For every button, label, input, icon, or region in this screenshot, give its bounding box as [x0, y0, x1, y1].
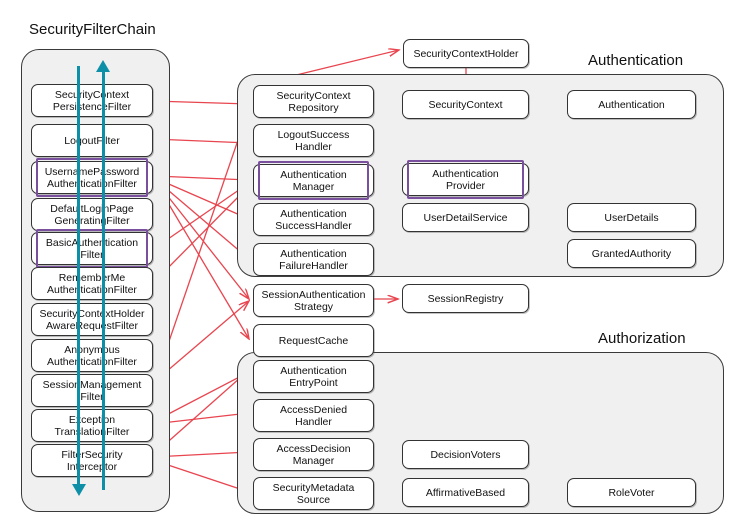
- node-label-logout-filter: LogoutFilter: [64, 134, 120, 147]
- node-logout-filter[interactable]: LogoutFilter: [31, 124, 153, 157]
- node-label-granted-authority: GrantedAuthority: [591, 247, 672, 260]
- highlight-authentication-manager: [258, 161, 369, 200]
- node-user-detail-service[interactable]: UserDetailService: [402, 203, 529, 232]
- highlight-username-password-authentication-filter: [36, 158, 148, 197]
- node-label-authentication: Authentication: [598, 98, 665, 111]
- node-user-details[interactable]: UserDetails: [567, 203, 696, 232]
- chain-flow-down-arrow-icon: [72, 484, 86, 496]
- node-label-security-context-holder: SecurityContextHolder: [413, 47, 519, 60]
- group-title-chain: SecurityFilterChain: [29, 21, 156, 38]
- node-security-context-holder[interactable]: SecurityContextHolder: [403, 39, 529, 68]
- highlight-basic-authentication-filter: [36, 229, 148, 268]
- node-security-context[interactable]: SecurityContext: [402, 90, 529, 119]
- chain-flow-up-arrow-icon: [96, 60, 110, 72]
- node-label-session-registry: SessionRegistry: [427, 292, 504, 305]
- node-label-role-voter: RoleVoter: [608, 486, 655, 499]
- node-request-cache[interactable]: RequestCache: [253, 324, 374, 357]
- node-label-user-details: UserDetails: [604, 211, 659, 224]
- group-title-authentication: Authentication: [588, 52, 684, 69]
- node-label-decision-voters: DecisionVoters: [430, 448, 501, 461]
- node-label-affirmative-based: AffirmativeBased: [425, 486, 506, 499]
- node-affirmative-based[interactable]: AffirmativeBased: [402, 478, 529, 507]
- node-authentication[interactable]: Authentication: [567, 90, 696, 119]
- node-label-request-cache: RequestCache: [278, 334, 349, 347]
- highlight-authentication-provider: [407, 160, 524, 199]
- node-session-registry[interactable]: SessionRegistry: [402, 284, 529, 313]
- node-role-voter[interactable]: RoleVoter: [567, 478, 696, 507]
- chain-flow-up-shaft: [102, 66, 105, 490]
- node-label-security-context: SecurityContext: [428, 98, 503, 111]
- chain-flow-down-shaft: [77, 66, 80, 484]
- node-label-user-detail-service: UserDetailService: [423, 211, 508, 224]
- node-granted-authority[interactable]: GrantedAuthority: [567, 239, 696, 268]
- node-decision-voters[interactable]: DecisionVoters: [402, 440, 529, 469]
- group-title-authorization: Authorization: [598, 330, 686, 347]
